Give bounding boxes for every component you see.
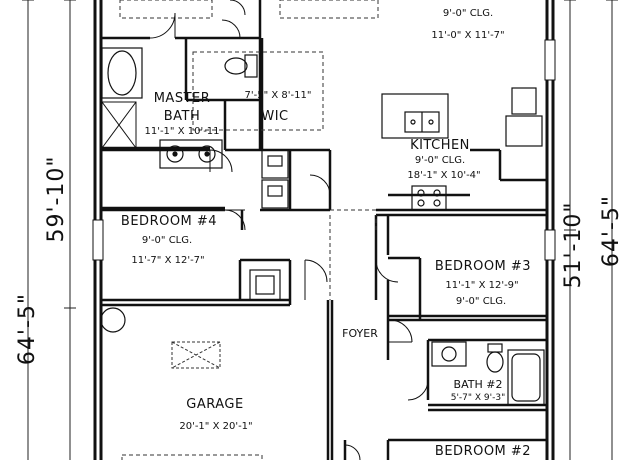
partial-depth-left-dimension: 59'-10"	[44, 155, 69, 243]
bath2-size: 5'-7" X 9'-3"	[450, 393, 506, 403]
master-bath-label-line2: BATH	[163, 109, 201, 124]
master-toilet	[224, 54, 258, 78]
garage-size: 20'-1" X 20'-1"	[179, 421, 253, 432]
interior-walls	[101, 0, 547, 460]
exterior-walls	[93, 0, 555, 460]
kitchen-fridge	[505, 87, 543, 147]
bath2-label: BATH #2	[453, 378, 503, 391]
kitchen-label: KITCHEN	[410, 138, 470, 153]
foyer-label: FOYER	[342, 327, 378, 340]
attic-hatch	[171, 341, 221, 369]
bedroom2-label: BEDROOM #2	[434, 444, 532, 459]
hall-closet-unit	[249, 269, 281, 301]
bedroom3-label: BEDROOM #3	[434, 259, 532, 274]
master-bath-label-line1: MASTER	[153, 91, 211, 106]
laundry-appliances	[261, 149, 289, 209]
garage-label: GARAGE	[186, 397, 244, 412]
top-right-room-size: 11'-0" X 11'-7"	[431, 30, 505, 41]
dimension-lines	[22, 0, 618, 460]
door-swings	[149, 0, 429, 460]
kitchen-island	[381, 93, 449, 139]
bath2-fixtures	[431, 341, 545, 406]
master-bath-size: 11'-1" X 10'-11	[144, 126, 220, 137]
kitchen-ceiling: 9'-0" CLG.	[414, 155, 466, 166]
wic-label: WIC	[261, 109, 289, 124]
overall-depth-left-dimension: 64'-5"	[15, 292, 40, 366]
master-shower	[101, 101, 137, 149]
water-heater	[100, 307, 126, 333]
bedroom4-size: 11'-7" X 12'-7"	[131, 255, 205, 266]
bedroom4-ceiling: 9'-0" CLG.	[141, 235, 193, 246]
window-marks	[92, 39, 556, 261]
bedroom4-label: BEDROOM #4	[120, 214, 218, 229]
wic-size: 7'-5" X 8'-11"	[244, 90, 312, 101]
partial-depth-right-dimension: 51'-10"	[561, 201, 586, 289]
bedroom3-ceiling: 9'-0" CLG.	[455, 296, 507, 307]
top-right-room-ceiling: 9'-0" CLG.	[442, 8, 494, 19]
master-vanity	[159, 139, 223, 169]
master-tub	[101, 47, 143, 99]
kitchen-size: 18'-1" X 10'-4"	[407, 170, 481, 181]
kitchen-range	[411, 185, 447, 211]
dashed-openings	[119, 0, 379, 460]
overall-depth-right-dimension: 64'-5"	[599, 194, 624, 268]
bedroom3-size: 11'-1" X 12'-9"	[445, 280, 519, 291]
